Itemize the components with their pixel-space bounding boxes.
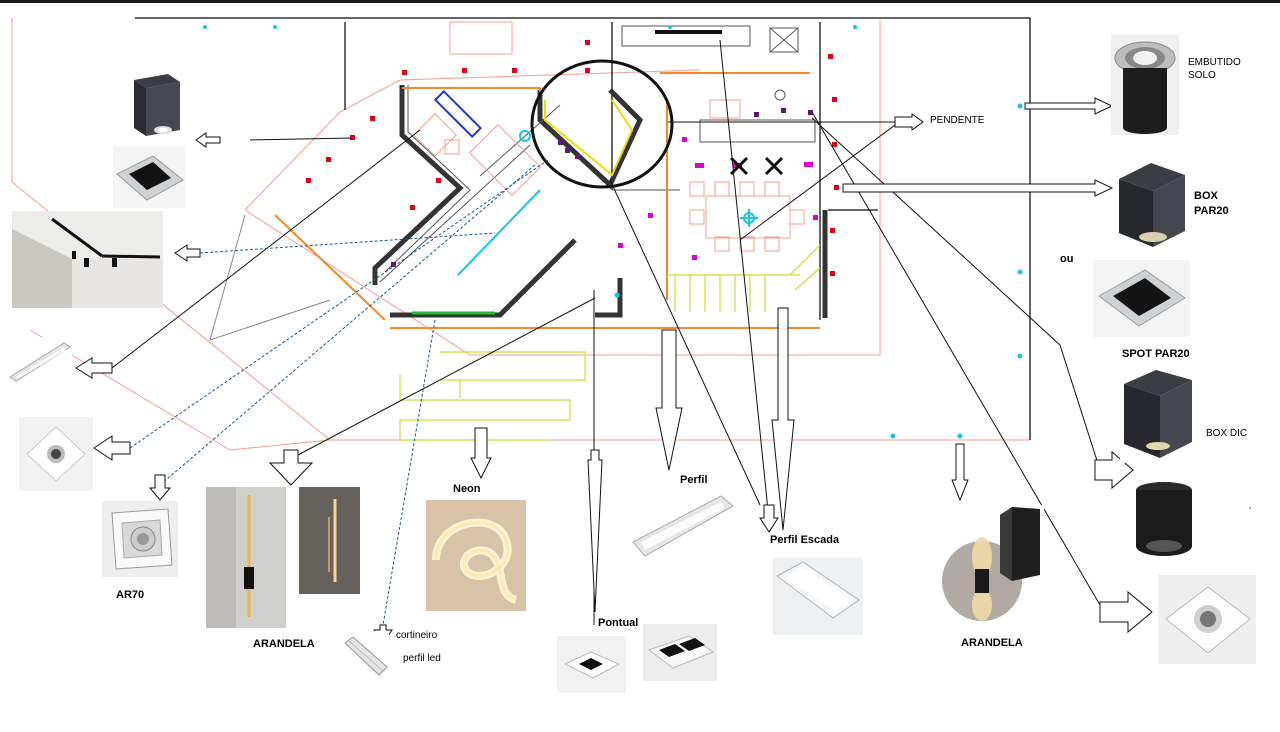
arrow-down-neon bbox=[470, 427, 492, 480]
top-border bbox=[0, 0, 1280, 3]
led-strip-profile-image bbox=[8, 337, 72, 383]
magenta-markers bbox=[618, 137, 818, 260]
square-spot-image bbox=[113, 146, 185, 208]
bathroom-outline bbox=[544, 99, 634, 177]
blue-fixture bbox=[433, 89, 483, 139]
embutido-solo-label-line2: SOLO bbox=[1188, 70, 1216, 81]
brick-wall-light-image bbox=[299, 487, 360, 594]
gray-leaders bbox=[209, 214, 331, 341]
box-par20-image bbox=[1115, 159, 1189, 252]
highlight-circle bbox=[530, 59, 674, 189]
arrow-left-track bbox=[174, 244, 201, 262]
cortineiro-label: cortineiro bbox=[396, 630, 438, 641]
box-par20-label-line2: PAR20 bbox=[1194, 205, 1229, 217]
cortineiro-profile-image bbox=[341, 631, 389, 679]
kitchen bbox=[621, 25, 816, 143]
perfil-image bbox=[629, 486, 735, 565]
perfil-label: Perfil bbox=[680, 474, 708, 486]
arrow-right-pendente bbox=[894, 113, 924, 131]
orange-led-lines bbox=[274, 72, 820, 329]
arrow-down-arandela-right bbox=[951, 443, 969, 502]
cylinder-spot-image bbox=[1132, 476, 1196, 563]
outline-arrows bbox=[75, 97, 1153, 644]
box-surface-light-image bbox=[128, 70, 184, 142]
updown-wall-light-image bbox=[940, 505, 1044, 622]
ou-label: ou bbox=[1060, 253, 1074, 265]
arrow-left-strip bbox=[75, 357, 113, 379]
furniture bbox=[413, 99, 805, 252]
recessed-square-image bbox=[1158, 575, 1256, 664]
arrow-right-spot bbox=[1099, 590, 1153, 634]
building-walls bbox=[135, 17, 1031, 440]
cyan-fixtures bbox=[457, 130, 758, 276]
recessed-square-spot-image bbox=[19, 417, 93, 491]
arrow-down-escada-left bbox=[759, 504, 779, 533]
linear-wall-light-image bbox=[206, 487, 286, 628]
arrow-down-perfil-escada bbox=[771, 307, 795, 531]
arrow-right-box-par20 bbox=[842, 179, 1114, 197]
arrow-right-box-dic bbox=[1094, 450, 1134, 490]
perfil-led-label: perfil led bbox=[403, 653, 441, 664]
pontual-single-image bbox=[557, 636, 626, 693]
arrow-down-pontual bbox=[587, 449, 603, 613]
arrow-down-perfil bbox=[655, 329, 683, 471]
arrow-right-embutido bbox=[1024, 97, 1114, 115]
arrow-left-recessed bbox=[93, 435, 131, 461]
stair-lines bbox=[399, 244, 821, 441]
neon-label: Neon bbox=[453, 483, 481, 495]
track-light-room-image bbox=[12, 211, 163, 308]
arrow-down-ar70 bbox=[148, 474, 172, 501]
spot-par20-label: SPOT PAR20 bbox=[1122, 348, 1190, 360]
arrow-left-box bbox=[195, 132, 221, 148]
cyan-dots bbox=[203, 25, 1023, 439]
interior-walls bbox=[372, 85, 828, 318]
pontual-label: Pontual bbox=[598, 617, 639, 629]
blue-dashed-leaders bbox=[129, 159, 549, 626]
neon-flex-image bbox=[426, 500, 526, 611]
red-dot-fixtures bbox=[306, 40, 839, 276]
perfil-escada-label: Perfil Escada bbox=[770, 534, 840, 546]
ar70-label: AR70 bbox=[116, 589, 145, 601]
arrow-down-arandela bbox=[268, 449, 314, 486]
arandela-left-label: ARANDELA bbox=[253, 638, 315, 650]
x-marks bbox=[729, 156, 784, 176]
box-dic-image bbox=[1120, 366, 1196, 463]
box-dic-label: BOX DIC bbox=[1206, 428, 1248, 439]
pendente-label: PENDENTE bbox=[930, 115, 985, 126]
perfil-escada-image bbox=[773, 558, 863, 635]
spot-par20-image bbox=[1093, 260, 1190, 337]
arandela-right-label: ARANDELA bbox=[961, 637, 1023, 649]
purple-markers bbox=[391, 108, 813, 267]
pontual-double-image bbox=[643, 624, 717, 681]
embutido-solo-image bbox=[1111, 34, 1179, 135]
ar70-image bbox=[102, 501, 178, 577]
embutido-solo-label: EMBUTIDO bbox=[1188, 57, 1241, 68]
box-par20-label: BOX bbox=[1194, 190, 1218, 202]
